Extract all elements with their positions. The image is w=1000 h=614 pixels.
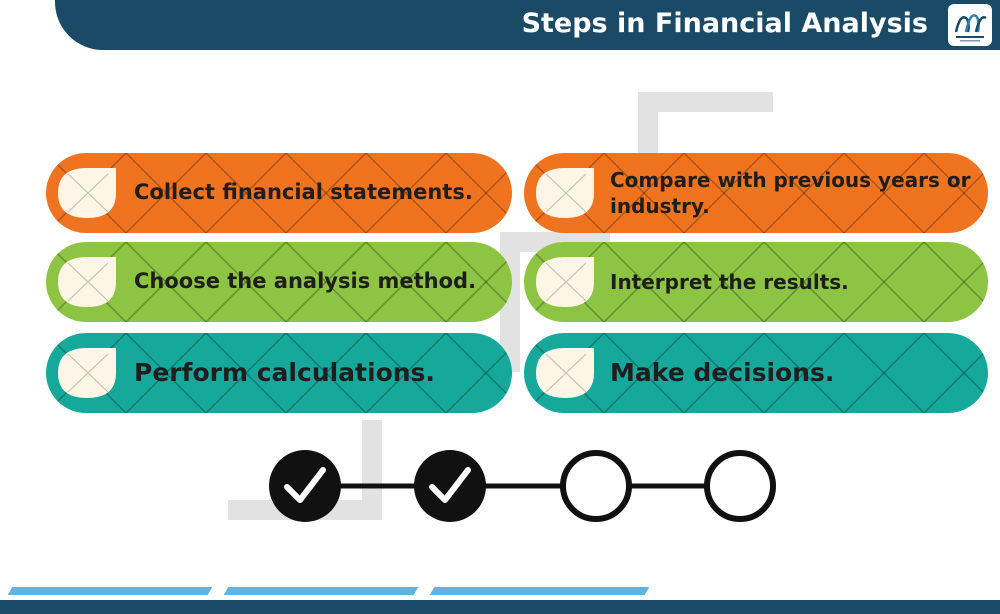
- step-text: Compare with previous years or industry.: [610, 168, 971, 218]
- leaf-bullet-icon: [58, 348, 116, 398]
- step-interpret: Interpret the results.: [524, 242, 988, 322]
- footer-stripe: [7, 587, 213, 595]
- step-collect-statements: Collect financial statements.: [46, 153, 512, 233]
- step-circle-2-complete: [414, 450, 486, 522]
- step-make-decisions: Make decisions.: [524, 333, 988, 413]
- x-pattern: [46, 242, 512, 322]
- step-choose-method: Choose the analysis method.: [46, 242, 512, 322]
- leaf-bullet-icon: [58, 168, 116, 218]
- step-perform-calculations: Perform calculations.: [46, 333, 512, 413]
- step-compare: Compare with previous years or industry.: [524, 153, 988, 233]
- footer-stripe: [429, 587, 650, 595]
- x-pattern: [524, 242, 988, 322]
- logo-icon: [948, 4, 992, 46]
- checkmark-icon: [429, 467, 471, 503]
- leaf-bullet-icon: [536, 348, 594, 398]
- step-text: Interpret the results.: [610, 270, 849, 294]
- header-bar: Steps in Financial Analysis: [55, 0, 1000, 50]
- step-text: Make decisions.: [610, 357, 835, 387]
- page-title: Steps in Financial Analysis: [521, 8, 928, 39]
- step-circle-1-complete: [269, 450, 341, 522]
- leaf-bullet-icon: [536, 168, 594, 218]
- leaf-bullet-icon: [58, 257, 116, 307]
- footer-stripe: [223, 587, 419, 595]
- step-text: Collect financial statements.: [134, 180, 473, 205]
- checkmark-icon: [284, 467, 326, 503]
- step-text: Choose the analysis method.: [134, 269, 477, 294]
- leaf-bullet-icon: [536, 257, 594, 307]
- footer-bar: [0, 600, 1000, 614]
- step-circle-3-pending: [560, 450, 632, 522]
- step-circle-4-pending: [704, 450, 776, 522]
- step-text: Perform calculations.: [134, 357, 435, 387]
